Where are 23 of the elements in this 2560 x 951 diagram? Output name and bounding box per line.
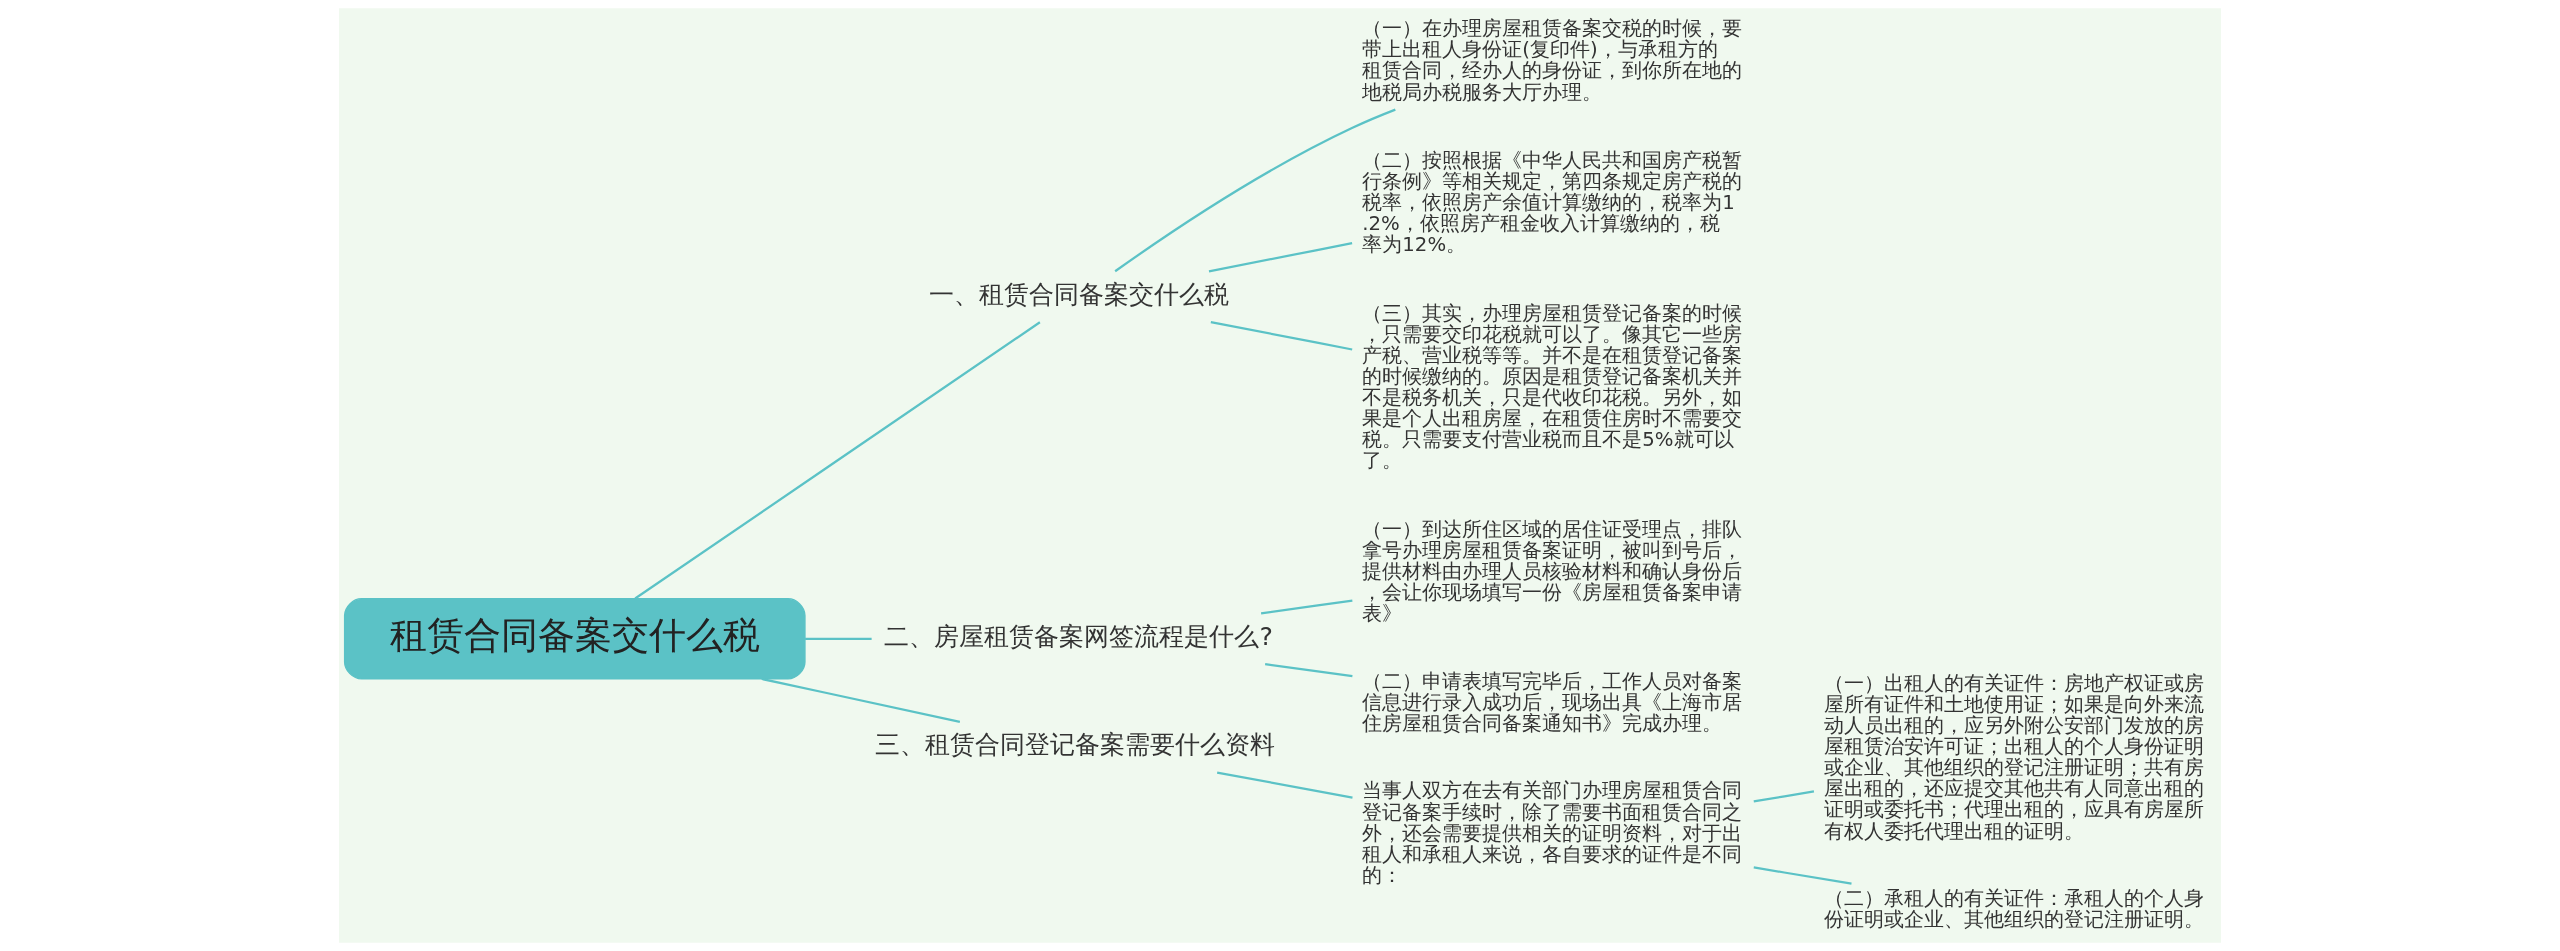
node-text: （三）其实，办理房屋租赁登记备案的时候，只需要交印花税就可以了。像其它一些房产税、营业税等等。并不是在租赁登记备案的时候缴纳的。原因是租赁登记备案机关并不是税务机关，只是代收印花税。另外，如果是个人出租房屋，在租赁住房时不需要交税。只需要支付营业税而且不是5%就可以了。 (1362, 301, 1743, 473)
node-text: 当事人双方在去有关部门办理房屋租赁合同登记备案手续时，除了需要书面租赁合同之外，还会需要提供相关的证明资料，对于出租人和承租人来说，各自要求的证件是不同的： (1362, 779, 1743, 887)
connector (805, 637, 872, 640)
connector (634, 321, 1041, 600)
node-text: （一）到达所住区域的居住证受理点，排队拿号办理房屋租赁备案证明，被叫到号后，提供材料由办理人员核验材料和确认身份后，会让你现场填写一份《房屋租赁备案申请表》 (1362, 517, 1743, 626)
connector (1265, 663, 1353, 678)
connector (1753, 790, 1815, 803)
connector (1114, 108, 1396, 273)
connector (1753, 866, 1852, 885)
node-text: 二、房屋租赁备案网签流程是什么? (884, 620, 1273, 651)
node-text: （二）申请表填写完毕后，工作人员对备案信息进行录入成功后，现场出具《上海市居住房屋租赁合同备案通知书》完成办理。 (1362, 669, 1743, 735)
connector (1208, 242, 1353, 273)
connector (761, 677, 961, 723)
connector (1210, 321, 1353, 351)
connector (1216, 771, 1353, 799)
node-text: 三、租赁合同登记备案需要什么资料 (875, 729, 1276, 760)
node-text: （二）按照根据《中华人民共和国房产税暂行条例》等相关规定，第四条规定房产税的税率，依照房产余值计算缴纳的，税率为1.2%，依照房产租金收入计算缴纳的，税率为12%。 (1362, 148, 1743, 257)
node-box: 租赁合同备案交什么税 (343, 597, 806, 680)
node-text: 一、租赁合同备案交什么税 (928, 278, 1229, 309)
node-text: （一）在办理房屋租赁备案交税的时候，要带上出租人身份证(复印件)，与承租方的租赁合同，经办人的身份证，到你所在地的地税局办税服务大厅办理。 (1362, 17, 1743, 104)
node-text: （二）承租人的有关证件：承租人的个人身份证明或企业、其他组织的登记注册证明。 (1824, 887, 2205, 932)
connector (1260, 599, 1353, 615)
node-text: （一）出租人的有关证件：房地产权证或房屋所有证件和土地使用证；如果是向外来流动人员出租的，应另外附公安部门发放的房屋租赁治安许可证；出租人的个人身份证明或企业、其他组织的登记注册证明；共有房屋出租的，还应提交其他共有人同意出租的证明或委托书；代理出租的，应具有房屋所有权人委托代理出租的证明。 (1824, 671, 2205, 843)
